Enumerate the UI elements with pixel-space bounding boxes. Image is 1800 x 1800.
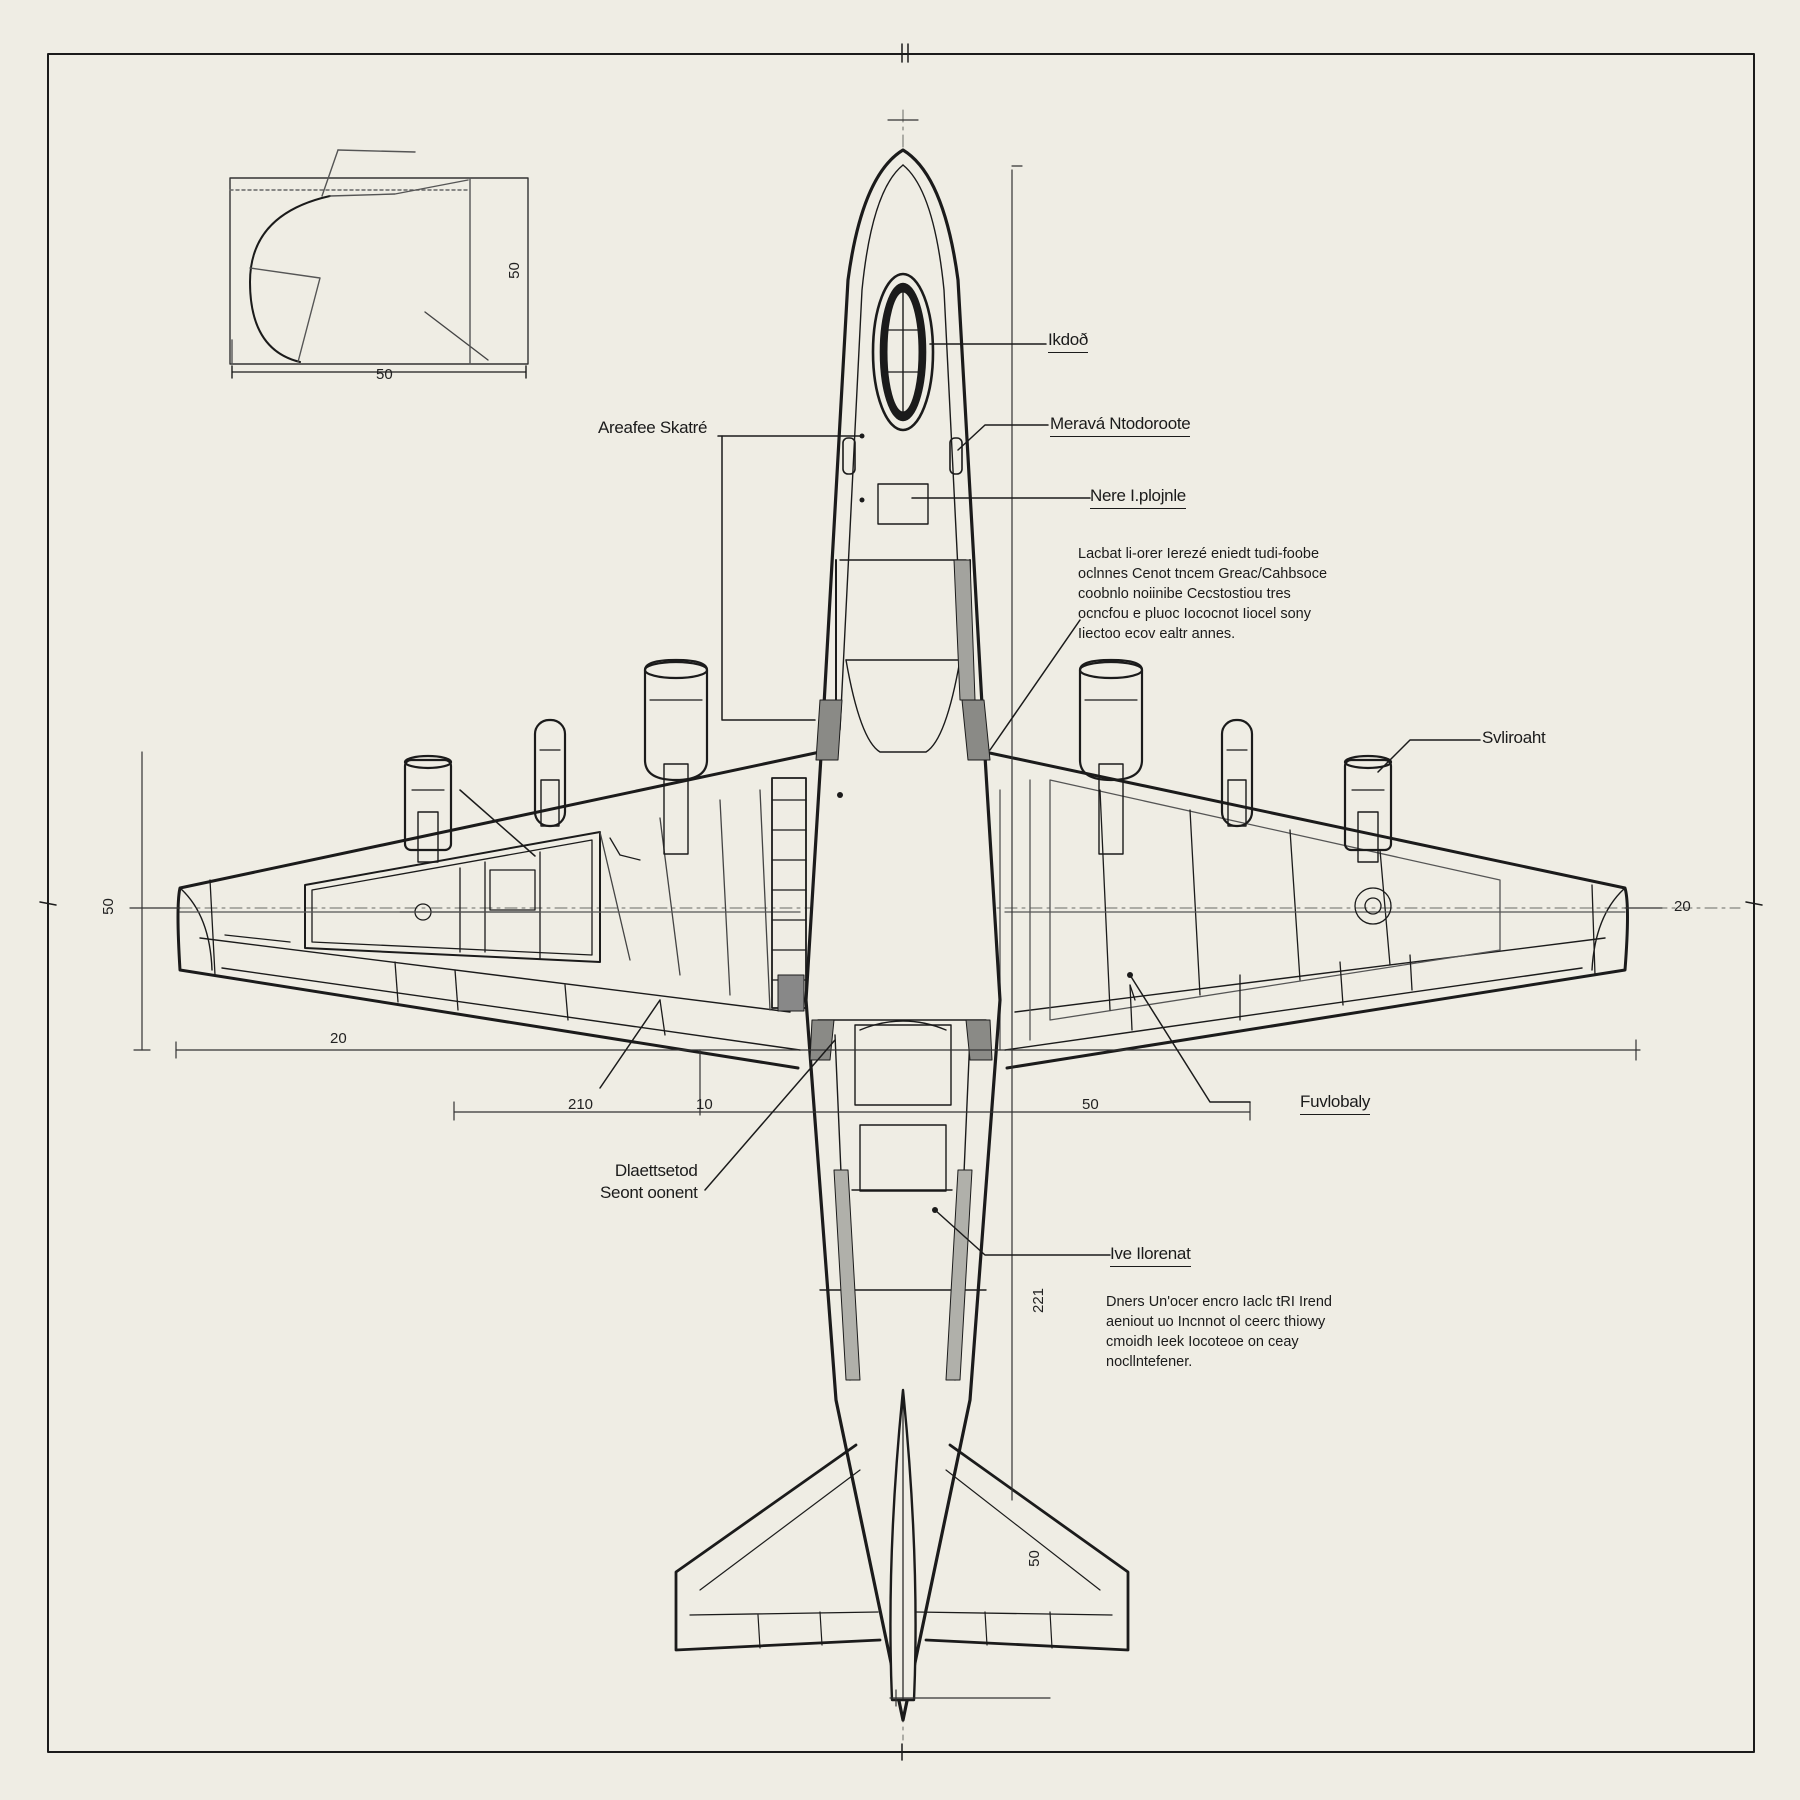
dim-right-edge: 20 xyxy=(1674,898,1691,915)
dim-tail: 50 xyxy=(1025,1550,1043,1567)
engine-left-inner xyxy=(643,658,709,855)
label-forward-section: Meravá Ntodoroote xyxy=(1050,414,1191,437)
engine-right-mid xyxy=(1220,718,1254,828)
engine-left-mid xyxy=(533,718,567,828)
nose-side-windows xyxy=(842,437,963,475)
leader-arrowheads xyxy=(837,433,1133,1213)
dim-wing-right: 50 xyxy=(1082,1096,1099,1113)
label-center-section: Dlaettsetod Seont oonent xyxy=(600,1161,698,1202)
inset-detail-drawing xyxy=(229,149,529,379)
label-tail-section: Ive Ilorenat xyxy=(1110,1244,1191,1267)
fuselage-hatched-strips xyxy=(809,559,993,1381)
dim-inset-width: 50 xyxy=(376,366,393,383)
dim-inset-height: 50 xyxy=(505,262,523,279)
cockpit-canopy xyxy=(871,272,935,432)
label-fuel-bay: Fuvlobaly xyxy=(1300,1092,1370,1115)
dim-fuselage-rear: 221 xyxy=(1030,1287,1048,1314)
dim-wing-left-span: 20 xyxy=(330,1030,347,1047)
vertical-fin xyxy=(889,1388,917,1702)
label-engine-right: Svliroaht xyxy=(1482,728,1546,747)
left-hatched-panel xyxy=(777,974,805,1012)
dimension-lines xyxy=(129,119,1663,1707)
engine-left-outer xyxy=(403,754,453,863)
note-lower: Dners Un'ocer encro Iaclc tRI Irend aeni… xyxy=(1106,1294,1332,1370)
label-nose: Ikdoð xyxy=(1048,330,1088,353)
note-upper: Lacbat li-orer Ierezé eniedt tudi-foobe … xyxy=(1078,546,1328,642)
left-wing-internal xyxy=(179,777,807,1036)
dim-left-edge: 50 xyxy=(99,898,117,915)
label-airframe: Areafee Skatré xyxy=(598,418,708,437)
horizontal-stabilizers xyxy=(674,1443,1130,1652)
engine-right-inner xyxy=(1078,658,1144,855)
engine-right-outer xyxy=(1343,754,1393,863)
dim-wing-left-mid: 10 xyxy=(696,1096,713,1113)
leader-lines xyxy=(459,343,1481,1256)
left-wing xyxy=(176,750,822,1070)
frame-center-ticks xyxy=(39,43,1763,1761)
dim-wing-left-chord: 210 xyxy=(568,1096,594,1113)
label-cockpit-station: Nere I.plojnle xyxy=(1090,486,1186,509)
right-wing xyxy=(983,750,1629,1070)
